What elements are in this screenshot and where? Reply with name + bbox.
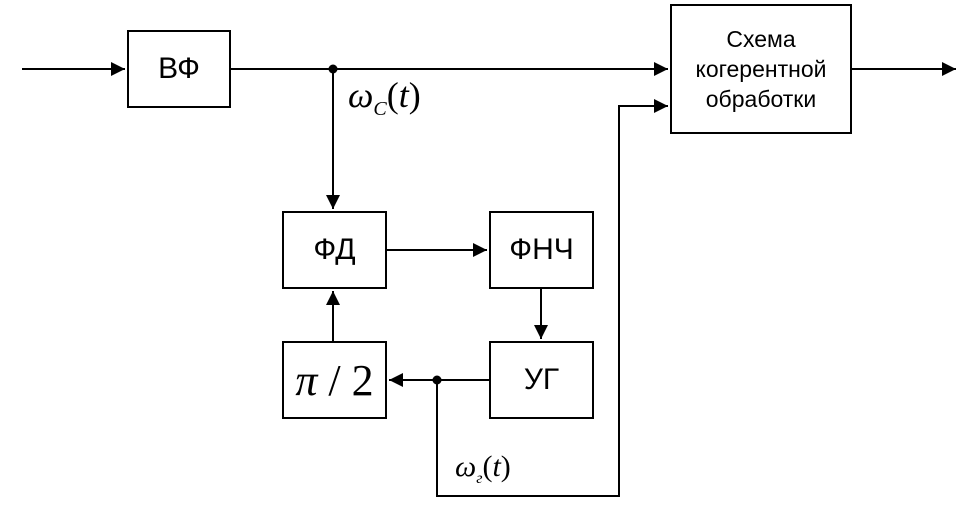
coherent-processing-block: Схема когерентной обработки [670,4,852,134]
pi-symbol: π [295,355,318,405]
low-pass-filter-block: ФНЧ [489,211,594,289]
generator-signal-label: ωг(t) [455,450,511,487]
phase-shifter-block: π / 2 [282,341,387,419]
input-filter-label: ВФ [158,52,200,85]
controlled-generator-label: УГ [523,363,560,396]
phase-detector-block: ФД [282,211,387,289]
phase-detector-label: ФД [313,233,356,266]
generator-feedback-line [436,99,668,497]
phase-shift-divisor: / 2 [317,355,374,405]
junction-dot [432,375,442,385]
low-pass-filter-label: ФНЧ [509,233,574,266]
input-signal-label: ωC(t) [348,75,421,121]
coherent-label-line-1: Схема [726,26,796,52]
coherent-label-line-2: когерентной [695,56,827,82]
junction-dot [328,64,338,74]
coherent-label-line-3: обработки [705,86,817,112]
controlled-generator-block: УГ [489,341,594,419]
input-filter-block: ВФ [127,30,231,108]
